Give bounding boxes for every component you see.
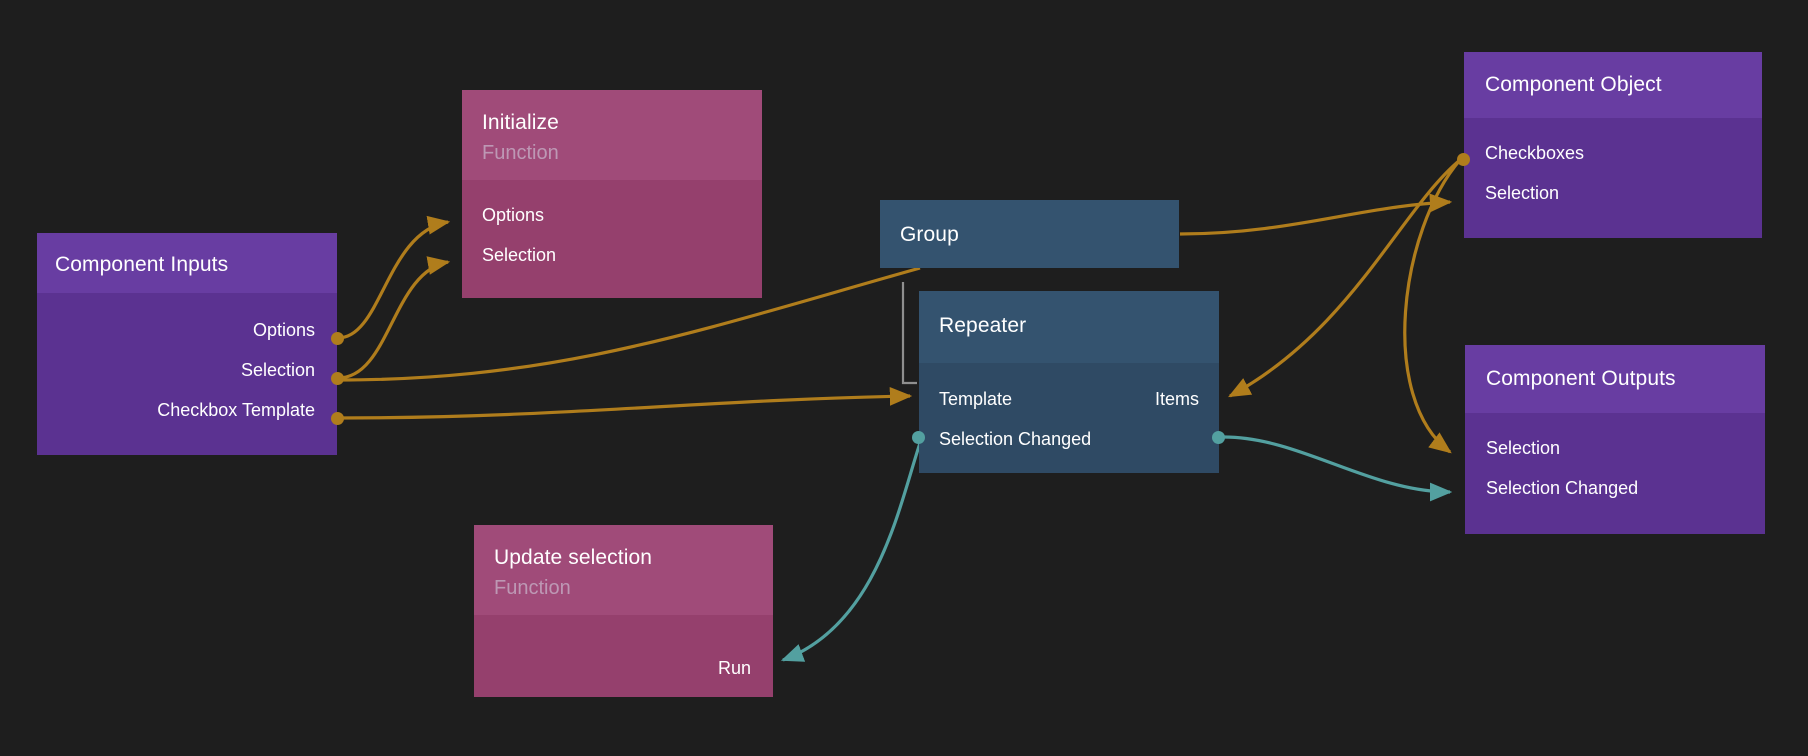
port-options[interactable]: Options bbox=[252, 320, 315, 340]
node-header: Component Outputs bbox=[1465, 345, 1765, 413]
edge-component-object-checkboxes-to-outputs-selection bbox=[1403, 158, 1462, 454]
node-header: Repeater bbox=[919, 291, 1219, 363]
node-body: Selection Selection Changed bbox=[1465, 413, 1765, 534]
port-selection[interactable]: Selection bbox=[1485, 183, 1560, 203]
node-body: Checkboxes Selection bbox=[1464, 118, 1762, 238]
port-dot-inputs-checkbox-template[interactable] bbox=[331, 412, 344, 425]
node-component-outputs[interactable]: Component Outputs Selection Selection Ch… bbox=[1465, 345, 1765, 534]
edge-inputs-selection-to-initialize-selection bbox=[337, 256, 451, 380]
edge-group-to-component-object-selection bbox=[1179, 193, 1453, 236]
node-subtitle: Function bbox=[494, 577, 571, 599]
node-body: Options Selection Checkbox Template bbox=[37, 293, 337, 455]
port-checkboxes[interactable]: Checkboxes bbox=[1485, 143, 1585, 163]
node-component-inputs[interactable]: Component Inputs Options Selection Check… bbox=[37, 233, 337, 455]
node-header: Group bbox=[880, 200, 1179, 268]
edge-inputs-template-to-repeater-template bbox=[337, 386, 913, 420]
port-dot-inputs-selection[interactable] bbox=[331, 372, 344, 385]
node-body: Run bbox=[474, 615, 773, 697]
port-selection-changed[interactable]: Selection Changed bbox=[939, 429, 1092, 449]
port-options[interactable]: Options bbox=[482, 205, 545, 225]
port-dot-inputs-options[interactable] bbox=[331, 332, 344, 345]
node-initialize[interactable]: Initialize Function Options Selection bbox=[462, 90, 762, 298]
port-selection[interactable]: Selection bbox=[482, 245, 557, 265]
node-header: Component Object bbox=[1464, 52, 1762, 118]
node-body: Template Items Selection Changed bbox=[919, 363, 1219, 473]
port-dot-component-object-checkboxes[interactable] bbox=[1457, 153, 1470, 166]
node-header: Initialize Function bbox=[462, 90, 762, 180]
port-selection[interactable]: Selection bbox=[240, 360, 315, 380]
node-title: Component Inputs bbox=[55, 253, 229, 276]
node-title: Component Outputs bbox=[1486, 367, 1676, 390]
node-title: Initialize bbox=[482, 111, 559, 134]
node-title: Update selection bbox=[494, 546, 653, 569]
edge-group-repeater-parent-bracket bbox=[901, 282, 917, 385]
node-subtitle: Function bbox=[482, 142, 559, 164]
node-header: Update selection Function bbox=[474, 525, 773, 615]
node-header: Component Inputs bbox=[37, 233, 337, 293]
port-template[interactable]: Template bbox=[939, 389, 1013, 409]
edge-component-object-checkboxes-to-repeater-items bbox=[1228, 158, 1462, 398]
edge-repeater-selectionchanged-to-outputs-selectionchanged bbox=[1223, 435, 1453, 502]
node-title: Component Object bbox=[1485, 73, 1662, 96]
edge-repeater-selectionchanged-to-update-run bbox=[780, 436, 924, 662]
node-update-selection[interactable]: Update selection Function Run bbox=[474, 525, 773, 697]
port-checkbox-template[interactable]: Checkbox Template bbox=[157, 400, 315, 420]
node-group[interactable]: Group bbox=[880, 200, 1179, 268]
node-component-object[interactable]: Component Object Checkboxes Selection bbox=[1464, 52, 1762, 238]
node-repeater[interactable]: Repeater Template Items Selection Change… bbox=[919, 291, 1219, 473]
port-dot-repeater-selectionchanged-out[interactable] bbox=[1212, 431, 1225, 444]
node-body: Options Selection bbox=[462, 180, 762, 298]
port-run[interactable]: Run bbox=[717, 658, 751, 678]
node-title: Repeater bbox=[939, 314, 1027, 337]
port-selection-changed[interactable]: Selection Changed bbox=[1486, 478, 1639, 498]
edge-inputs-options-to-initialize-options bbox=[337, 215, 451, 340]
port-dot-repeater-selectionchanged-in[interactable] bbox=[912, 431, 925, 444]
node-title: Group bbox=[900, 223, 959, 246]
port-selection[interactable]: Selection bbox=[1486, 438, 1561, 458]
port-items[interactable]: Items bbox=[1154, 389, 1199, 409]
